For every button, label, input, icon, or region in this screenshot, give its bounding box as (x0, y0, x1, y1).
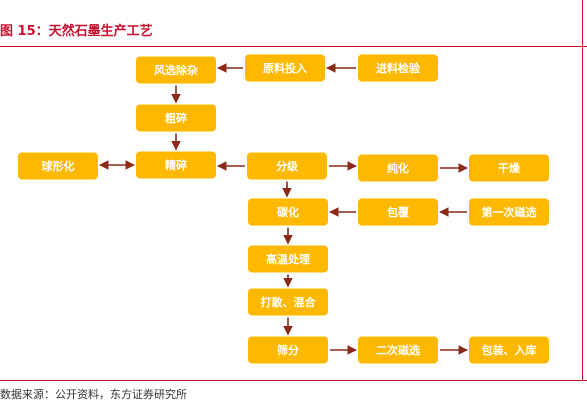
node-box (248, 336, 328, 364)
bottom-rule (0, 380, 587, 381)
figure-title: 图 15：天然石墨生产工艺 (0, 24, 153, 39)
node-label: 粗碎 (165, 111, 187, 125)
node-box (469, 154, 549, 182)
node-box (469, 198, 549, 226)
node-label: 二次磁选 (376, 343, 420, 357)
node-label: 碳化 (277, 205, 299, 219)
node-cier: 二次磁选 (358, 336, 438, 364)
node-label: 包覆 (386, 205, 410, 219)
node-qiuxing: 球形化 (18, 152, 98, 180)
node-label: 包装、入库 (481, 343, 537, 357)
node-box (247, 152, 327, 180)
node-shaifen: 筛分 (248, 336, 328, 364)
node-label: 精碎 (165, 158, 187, 172)
node-label: 高温处理 (266, 252, 310, 266)
node-label: 原料投入 (263, 61, 307, 75)
node-cusui: 粗碎 (136, 104, 216, 132)
node-yuanliao: 原料投入 (245, 54, 325, 82)
node-label: 干燥 (498, 161, 521, 175)
node-jingsui: 精碎 (136, 151, 216, 179)
node-box (358, 198, 438, 226)
node-box (358, 154, 438, 182)
top-rule (0, 46, 587, 47)
node-box (136, 56, 216, 84)
node-chunhua: 纯化 (358, 154, 438, 182)
node-jinliao: 进料检验 (358, 54, 438, 82)
node-label: 进料检验 (376, 61, 421, 75)
node-box (136, 151, 216, 179)
node-label: 风选除杂 (154, 63, 198, 77)
node-tanhua: 碳化 (248, 198, 328, 226)
node-label: 分级 (276, 159, 299, 173)
node-dasan: 打散、混合 (248, 288, 328, 316)
node-box (358, 336, 438, 364)
node-box (18, 152, 98, 180)
node-label: 球形化 (42, 159, 75, 173)
node-fenji: 分级 (247, 152, 327, 180)
node-box (248, 245, 328, 273)
node-baofu: 包覆 (358, 198, 438, 226)
right-rule (582, 0, 583, 381)
node-box (358, 54, 438, 82)
node-box (136, 104, 216, 132)
node-box (248, 198, 328, 226)
node-label: 纯化 (387, 161, 409, 175)
node-label: 第一次磁选 (482, 205, 537, 219)
node-label: 打散、混合 (261, 295, 317, 309)
node-box (248, 288, 328, 316)
node-fengxuan: 风选除杂 (136, 56, 216, 84)
node-gaowen: 高温处理 (248, 245, 328, 273)
source-note: 数据来源：公开资料，东方证券研究所 (0, 388, 187, 401)
node-box (245, 54, 325, 82)
node-label: 筛分 (277, 343, 299, 357)
node-box (469, 336, 549, 364)
node-ciyi: 第一次磁选 (469, 198, 549, 226)
node-ganzao: 干燥 (469, 154, 549, 182)
node-baozhuang: 包装、入库 (469, 336, 549, 364)
